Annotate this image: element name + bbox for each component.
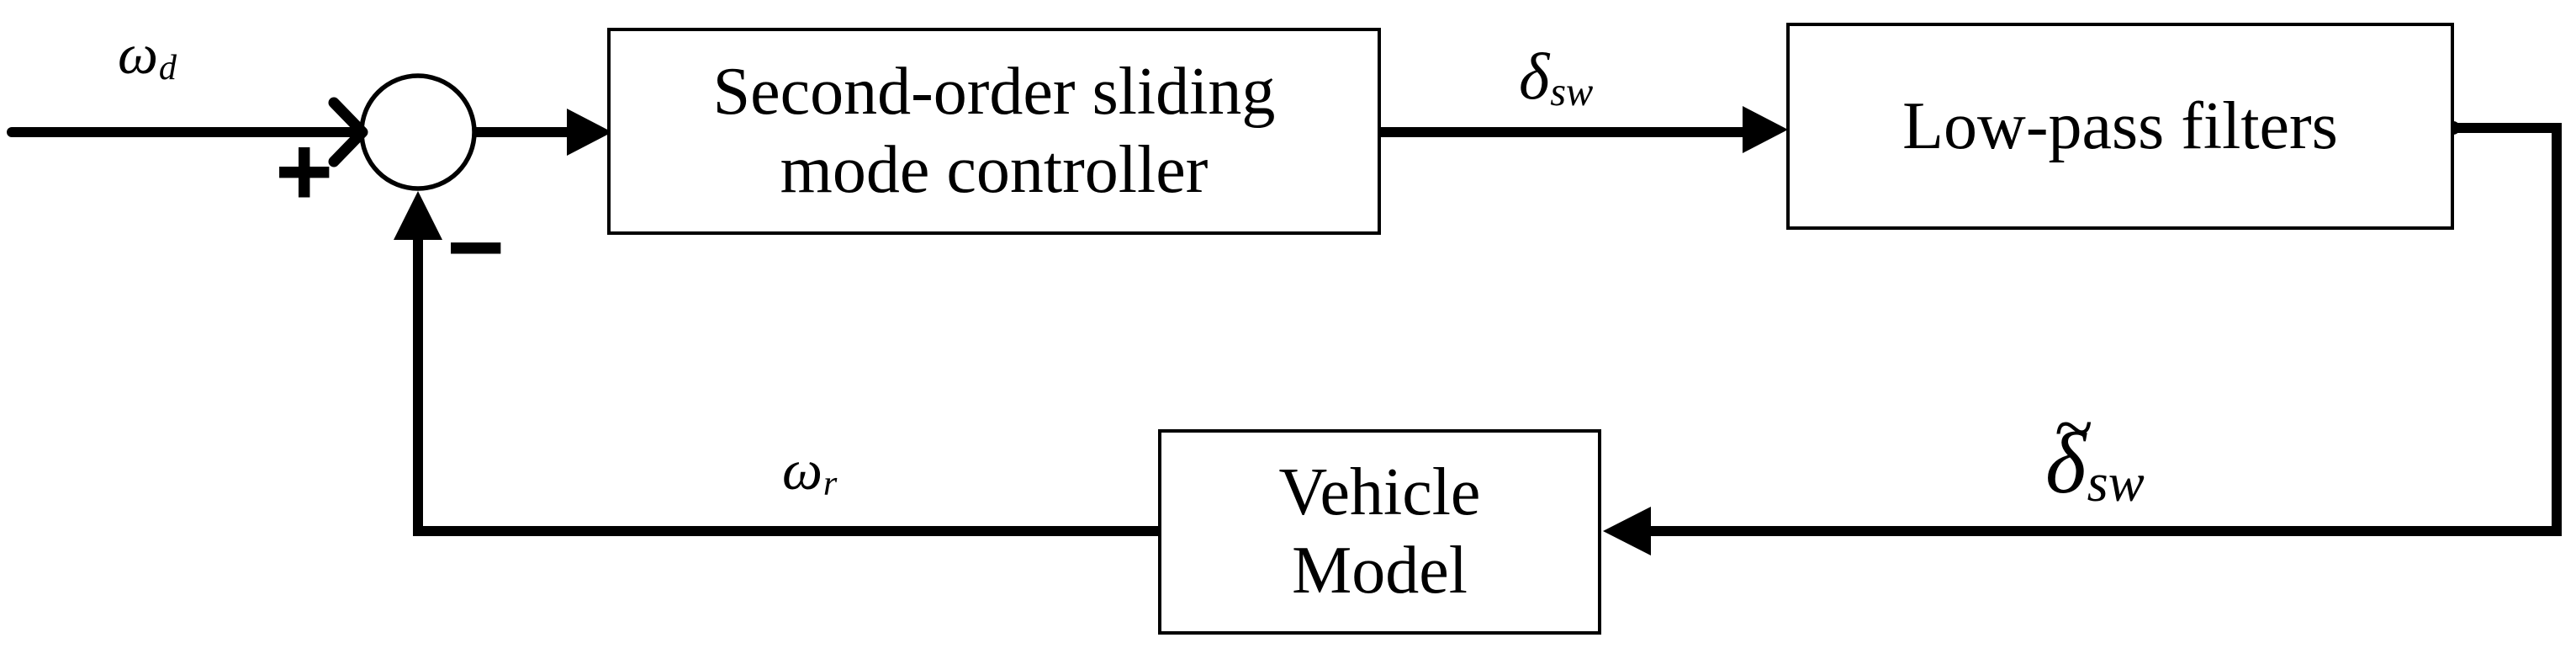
input-chevron-arrowhead-icon	[328, 97, 368, 167]
lowpass-filters-block: Low-pass filters	[1786, 23, 2454, 230]
controller-block: Second-order sliding mode controller	[607, 28, 1381, 235]
controller-block-label-line2: mode controller	[780, 133, 1209, 207]
control-signal-symbol: δ	[1519, 40, 1550, 113]
vehicle-block-label-line1: Vehicle	[1278, 455, 1481, 530]
filtered-signal-label: ~ δsw	[2045, 393, 2145, 511]
summing-minus-sign: −	[442, 202, 508, 290]
vehicle-input-arrowhead-icon	[1603, 507, 1651, 555]
summing-junction-circle	[359, 73, 477, 191]
vehicle-model-block: Vehicle Model	[1158, 429, 1601, 635]
reference-signal-subscript: d	[158, 47, 177, 88]
feedback-signal-symbol: ω	[782, 438, 823, 502]
filtered-signal-symbol: δ	[2045, 415, 2087, 512]
vehicle-block-label-line2: Model	[1292, 534, 1468, 608]
controller-block-label-line1: Second-order sliding	[712, 55, 1276, 130]
control-signal-subscript: sw	[1550, 69, 1594, 114]
control-signal-label: δsw	[1519, 44, 1593, 113]
right-feedback-line	[1650, 123, 2562, 536]
feedback-signal-label: ωr	[782, 441, 837, 501]
lowpass-block-label: Low-pass filters	[1902, 88, 2338, 163]
controller-input-arrowhead-icon	[567, 109, 612, 156]
summing-plus-sign: +	[271, 126, 336, 215]
filtered-signal-tilde: ~	[2054, 389, 2092, 467]
vehicle-to-junction-line	[413, 237, 1158, 536]
filtered-signal-subscript: sw	[2087, 453, 2145, 513]
lowpass-input-arrowhead-icon	[1743, 106, 1788, 153]
negative-feedback-arrowhead-icon	[394, 191, 442, 240]
reference-signal-label: ωd	[118, 25, 177, 85]
feedback-signal-subscript: r	[823, 463, 838, 503]
reference-signal-symbol: ω	[118, 22, 159, 86]
